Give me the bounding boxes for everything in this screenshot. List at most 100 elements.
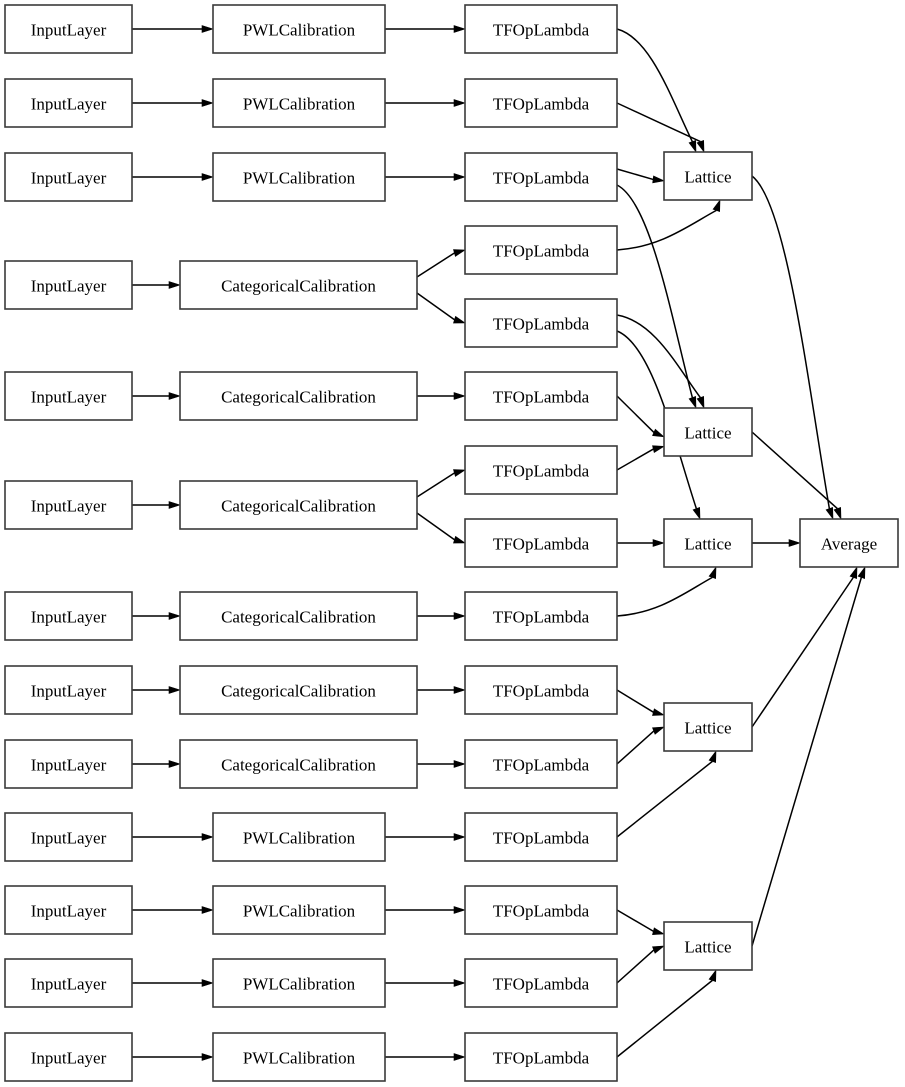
node-pwlcalibration-cal3[interactable]: PWLCalibration (212, 152, 386, 202)
node-pwlcalibration-cal2[interactable]: PWLCalibration (212, 78, 386, 128)
node-box (464, 739, 618, 789)
node-pwlcalibration-cal10[interactable]: PWLCalibration (212, 812, 386, 862)
node-categorical-calibration-cal4[interactable]: CategoricalCalibration (179, 260, 418, 310)
node-categorical-calibration-cal6[interactable]: CategoricalCalibration (179, 480, 418, 530)
node-label: TFOpLambda (493, 1049, 590, 1068)
node-box (464, 812, 618, 862)
arrowhead-lat4-to-avg (849, 566, 858, 579)
arrowhead-cal8-to-op10 (453, 686, 466, 694)
node-tfop-lambda-op8[interactable]: TFOpLambda (464, 518, 618, 568)
edge-cal4-to-op4 (416, 252, 455, 278)
node-input-layer-in11[interactable]: InputLayer (4, 885, 133, 935)
node-tfop-lambda-op7[interactable]: TFOpLambda (464, 445, 618, 495)
node-lattice-lat3[interactable]: Lattice (663, 518, 753, 568)
node-label: PWLCalibration (243, 95, 356, 114)
node-box (464, 958, 618, 1008)
arrowhead-op11-to-lat4 (652, 726, 665, 735)
node-box (4, 739, 133, 789)
node-average-avg[interactable]: Average (799, 518, 899, 568)
node-box (4, 78, 133, 128)
arrowhead-cal6-to-op7 (453, 469, 466, 477)
arrowhead-cal7-to-op9 (453, 612, 466, 620)
node-box (4, 665, 133, 715)
node-input-layer-in10[interactable]: InputLayer (4, 812, 133, 862)
node-box (212, 152, 386, 202)
node-input-layer-in1[interactable]: InputLayer (4, 4, 133, 54)
node-input-layer-in12[interactable]: InputLayer (4, 958, 133, 1008)
node-tfop-lambda-op9[interactable]: TFOpLambda (464, 591, 618, 641)
node-box (464, 665, 618, 715)
node-label: InputLayer (31, 388, 107, 407)
node-lattice-lat2[interactable]: Lattice (663, 407, 753, 457)
node-label: PWLCalibration (243, 1049, 356, 1068)
node-input-layer-in7[interactable]: InputLayer (4, 591, 133, 641)
node-tfop-lambda-op6[interactable]: TFOpLambda (464, 371, 618, 421)
node-input-layer-in6[interactable]: InputLayer (4, 480, 133, 530)
node-label: InputLayer (31, 21, 107, 40)
node-label: InputLayer (31, 277, 107, 296)
node-label: CategoricalCalibration (221, 277, 376, 296)
node-lattice-lat4[interactable]: Lattice (663, 702, 753, 752)
arrowhead-in8-to-cal8 (168, 686, 181, 694)
node-tfop-lambda-op1[interactable]: TFOpLambda (464, 4, 618, 54)
node-categorical-calibration-cal5[interactable]: CategoricalCalibration (179, 371, 418, 421)
node-tfop-lambda-op11[interactable]: TFOpLambda (464, 739, 618, 789)
node-label: InputLayer (31, 497, 107, 516)
node-label: InputLayer (31, 902, 107, 921)
node-pwlcalibration-cal12[interactable]: PWLCalibration (212, 958, 386, 1008)
node-label: PWLCalibration (243, 21, 356, 40)
node-box (179, 665, 418, 715)
arrowhead-op1-to-lat1 (688, 140, 697, 153)
arrowhead-op2-to-lat1 (696, 140, 705, 153)
node-lattice-lat1[interactable]: Lattice (663, 151, 753, 201)
node-box (464, 445, 618, 495)
arrowhead-cal6-to-op8 (453, 535, 466, 544)
edge-op13-to-lat5 (616, 909, 654, 932)
node-input-layer-in2[interactable]: InputLayer (4, 78, 133, 128)
node-box (212, 958, 386, 1008)
node-box (179, 739, 418, 789)
node-label: PWLCalibration (243, 829, 356, 848)
node-pwlcalibration-cal13[interactable]: PWLCalibration (212, 1032, 386, 1082)
arrowhead-op15-to-lat5 (708, 969, 717, 982)
node-categorical-calibration-cal8[interactable]: CategoricalCalibration (179, 665, 418, 715)
arrowhead-op3-to-lat1 (652, 175, 665, 184)
edge-op2-to-lat1 (616, 102, 701, 143)
node-pwlcalibration-cal1[interactable]: PWLCalibration (212, 4, 386, 54)
node-tfop-lambda-op3[interactable]: TFOpLambda (464, 152, 618, 202)
node-box (464, 4, 618, 54)
arrowhead-cal4-to-op5 (453, 315, 466, 324)
node-input-layer-in5[interactable]: InputLayer (4, 371, 133, 421)
node-label: TFOpLambda (493, 21, 590, 40)
edge-cal6-to-op8 (416, 512, 455, 541)
node-label: TFOpLambda (493, 535, 590, 554)
node-tfop-lambda-op12[interactable]: TFOpLambda (464, 812, 618, 862)
node-label: CategoricalCalibration (221, 608, 376, 627)
arrowhead-op4-to-lat1 (712, 199, 721, 212)
node-input-layer-in3[interactable]: InputLayer (4, 152, 133, 202)
node-box (663, 151, 753, 201)
edge-op6-to-lat2 (616, 395, 655, 433)
node-categorical-calibration-cal7[interactable]: CategoricalCalibration (179, 591, 418, 641)
node-tfop-lambda-op15[interactable]: TFOpLambda (464, 1032, 618, 1082)
node-tfop-lambda-op5[interactable]: TFOpLambda (464, 298, 618, 348)
node-input-layer-in4[interactable]: InputLayer (4, 260, 133, 310)
node-lattice-lat5[interactable]: Lattice (663, 921, 753, 971)
node-tfop-lambda-op2[interactable]: TFOpLambda (464, 78, 618, 128)
node-tfop-lambda-op13[interactable]: TFOpLambda (464, 885, 618, 935)
node-input-layer-in13[interactable]: InputLayer (4, 1032, 133, 1082)
node-label: TFOpLambda (493, 388, 590, 407)
node-box (4, 885, 133, 935)
edge-op14-to-lat5 (616, 949, 655, 984)
node-tfop-lambda-op14[interactable]: TFOpLambda (464, 958, 618, 1008)
edge-op3-to-lat2 (616, 184, 694, 398)
node-pwlcalibration-cal11[interactable]: PWLCalibration (212, 885, 386, 935)
node-tfop-lambda-op4[interactable]: TFOpLambda (464, 225, 618, 275)
node-tfop-lambda-op10[interactable]: TFOpLambda (464, 665, 618, 715)
node-input-layer-in8[interactable]: InputLayer (4, 665, 133, 715)
node-label: TFOpLambda (493, 169, 590, 188)
edge-lat1-to-avg (751, 175, 831, 509)
node-box (464, 371, 618, 421)
node-categorical-calibration-cal9[interactable]: CategoricalCalibration (179, 739, 418, 789)
node-input-layer-in9[interactable]: InputLayer (4, 739, 133, 789)
